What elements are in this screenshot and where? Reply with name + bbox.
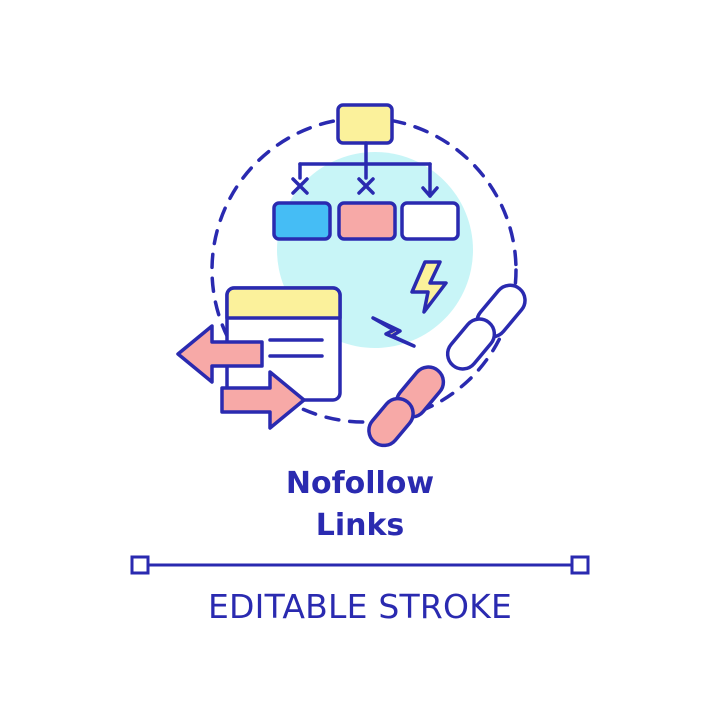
dashed-circle (210, 116, 518, 424)
lightning-bolt-icon (371, 260, 448, 348)
caption: EDITABLE STROKE (207, 587, 513, 626)
broken-chain-icon (367, 283, 527, 448)
sitemap-hierarchy-icon (272, 103, 460, 241)
title-line-1: Nofollow (285, 466, 435, 501)
editable-stroke-divider (130, 555, 590, 575)
redirect-arrows-icon (176, 324, 306, 430)
stroke-handle-left (130, 555, 150, 575)
stroke-handle-right (570, 555, 590, 575)
title-line-2: Links (315, 508, 405, 543)
